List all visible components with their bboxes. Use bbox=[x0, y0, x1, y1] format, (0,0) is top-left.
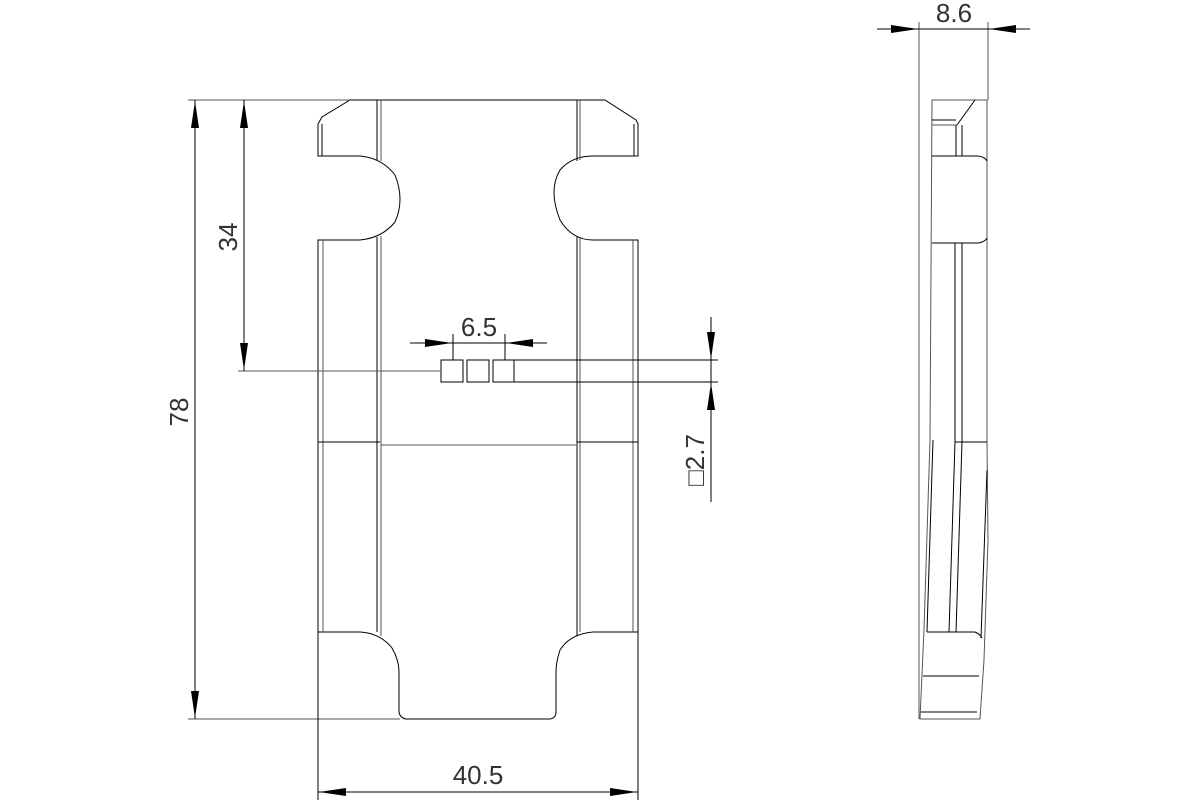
dimension-thickness: 8.6 bbox=[877, 0, 1030, 719]
arrow-icon bbox=[191, 101, 199, 128]
dimension-label: 8.6 bbox=[936, 0, 972, 28]
edge-line bbox=[948, 441, 956, 633]
arrow-icon bbox=[240, 343, 248, 370]
arrow-icon bbox=[319, 788, 346, 796]
dimension-upper-height: 34 bbox=[213, 100, 441, 372]
dimension-label: 34 bbox=[213, 223, 243, 252]
edge-line bbox=[926, 439, 934, 633]
dimension-label: 40.5 bbox=[453, 760, 504, 790]
square-marker-2 bbox=[466, 359, 490, 383]
chamfer-line bbox=[956, 99, 976, 126]
dimension-label: 6.5 bbox=[461, 312, 497, 342]
dimension-square-spacing: 6.5 bbox=[410, 312, 547, 360]
slot-outline bbox=[932, 237, 988, 244]
front-view bbox=[317, 99, 718, 720]
dimension-square-size: □2.7 bbox=[680, 317, 715, 502]
edge-line bbox=[980, 469, 988, 639]
square-marker-1 bbox=[440, 359, 464, 383]
arrow-icon bbox=[707, 332, 715, 359]
arrow-icon bbox=[891, 25, 918, 33]
dimension-overall-width: 40.5 bbox=[317, 632, 639, 800]
slot-outline bbox=[932, 155, 988, 162]
dimension-label: □2.7 bbox=[680, 434, 710, 486]
dimension-overall-height: 78 bbox=[164, 99, 400, 720]
arrow-icon bbox=[425, 339, 452, 347]
side-profile bbox=[919, 99, 989, 720]
arrow-icon bbox=[191, 691, 199, 718]
arrow-icon bbox=[707, 383, 715, 410]
arrow-icon bbox=[240, 101, 248, 128]
square-marker-3 bbox=[492, 359, 515, 383]
side-view bbox=[919, 99, 989, 720]
dimension-label: 78 bbox=[164, 398, 194, 427]
arrow-icon bbox=[506, 339, 533, 347]
edge-line bbox=[955, 441, 963, 633]
part-outline bbox=[317, 99, 639, 720]
arrow-icon bbox=[610, 788, 637, 796]
arrow-icon bbox=[989, 25, 1016, 33]
slot-outline bbox=[927, 631, 983, 639]
